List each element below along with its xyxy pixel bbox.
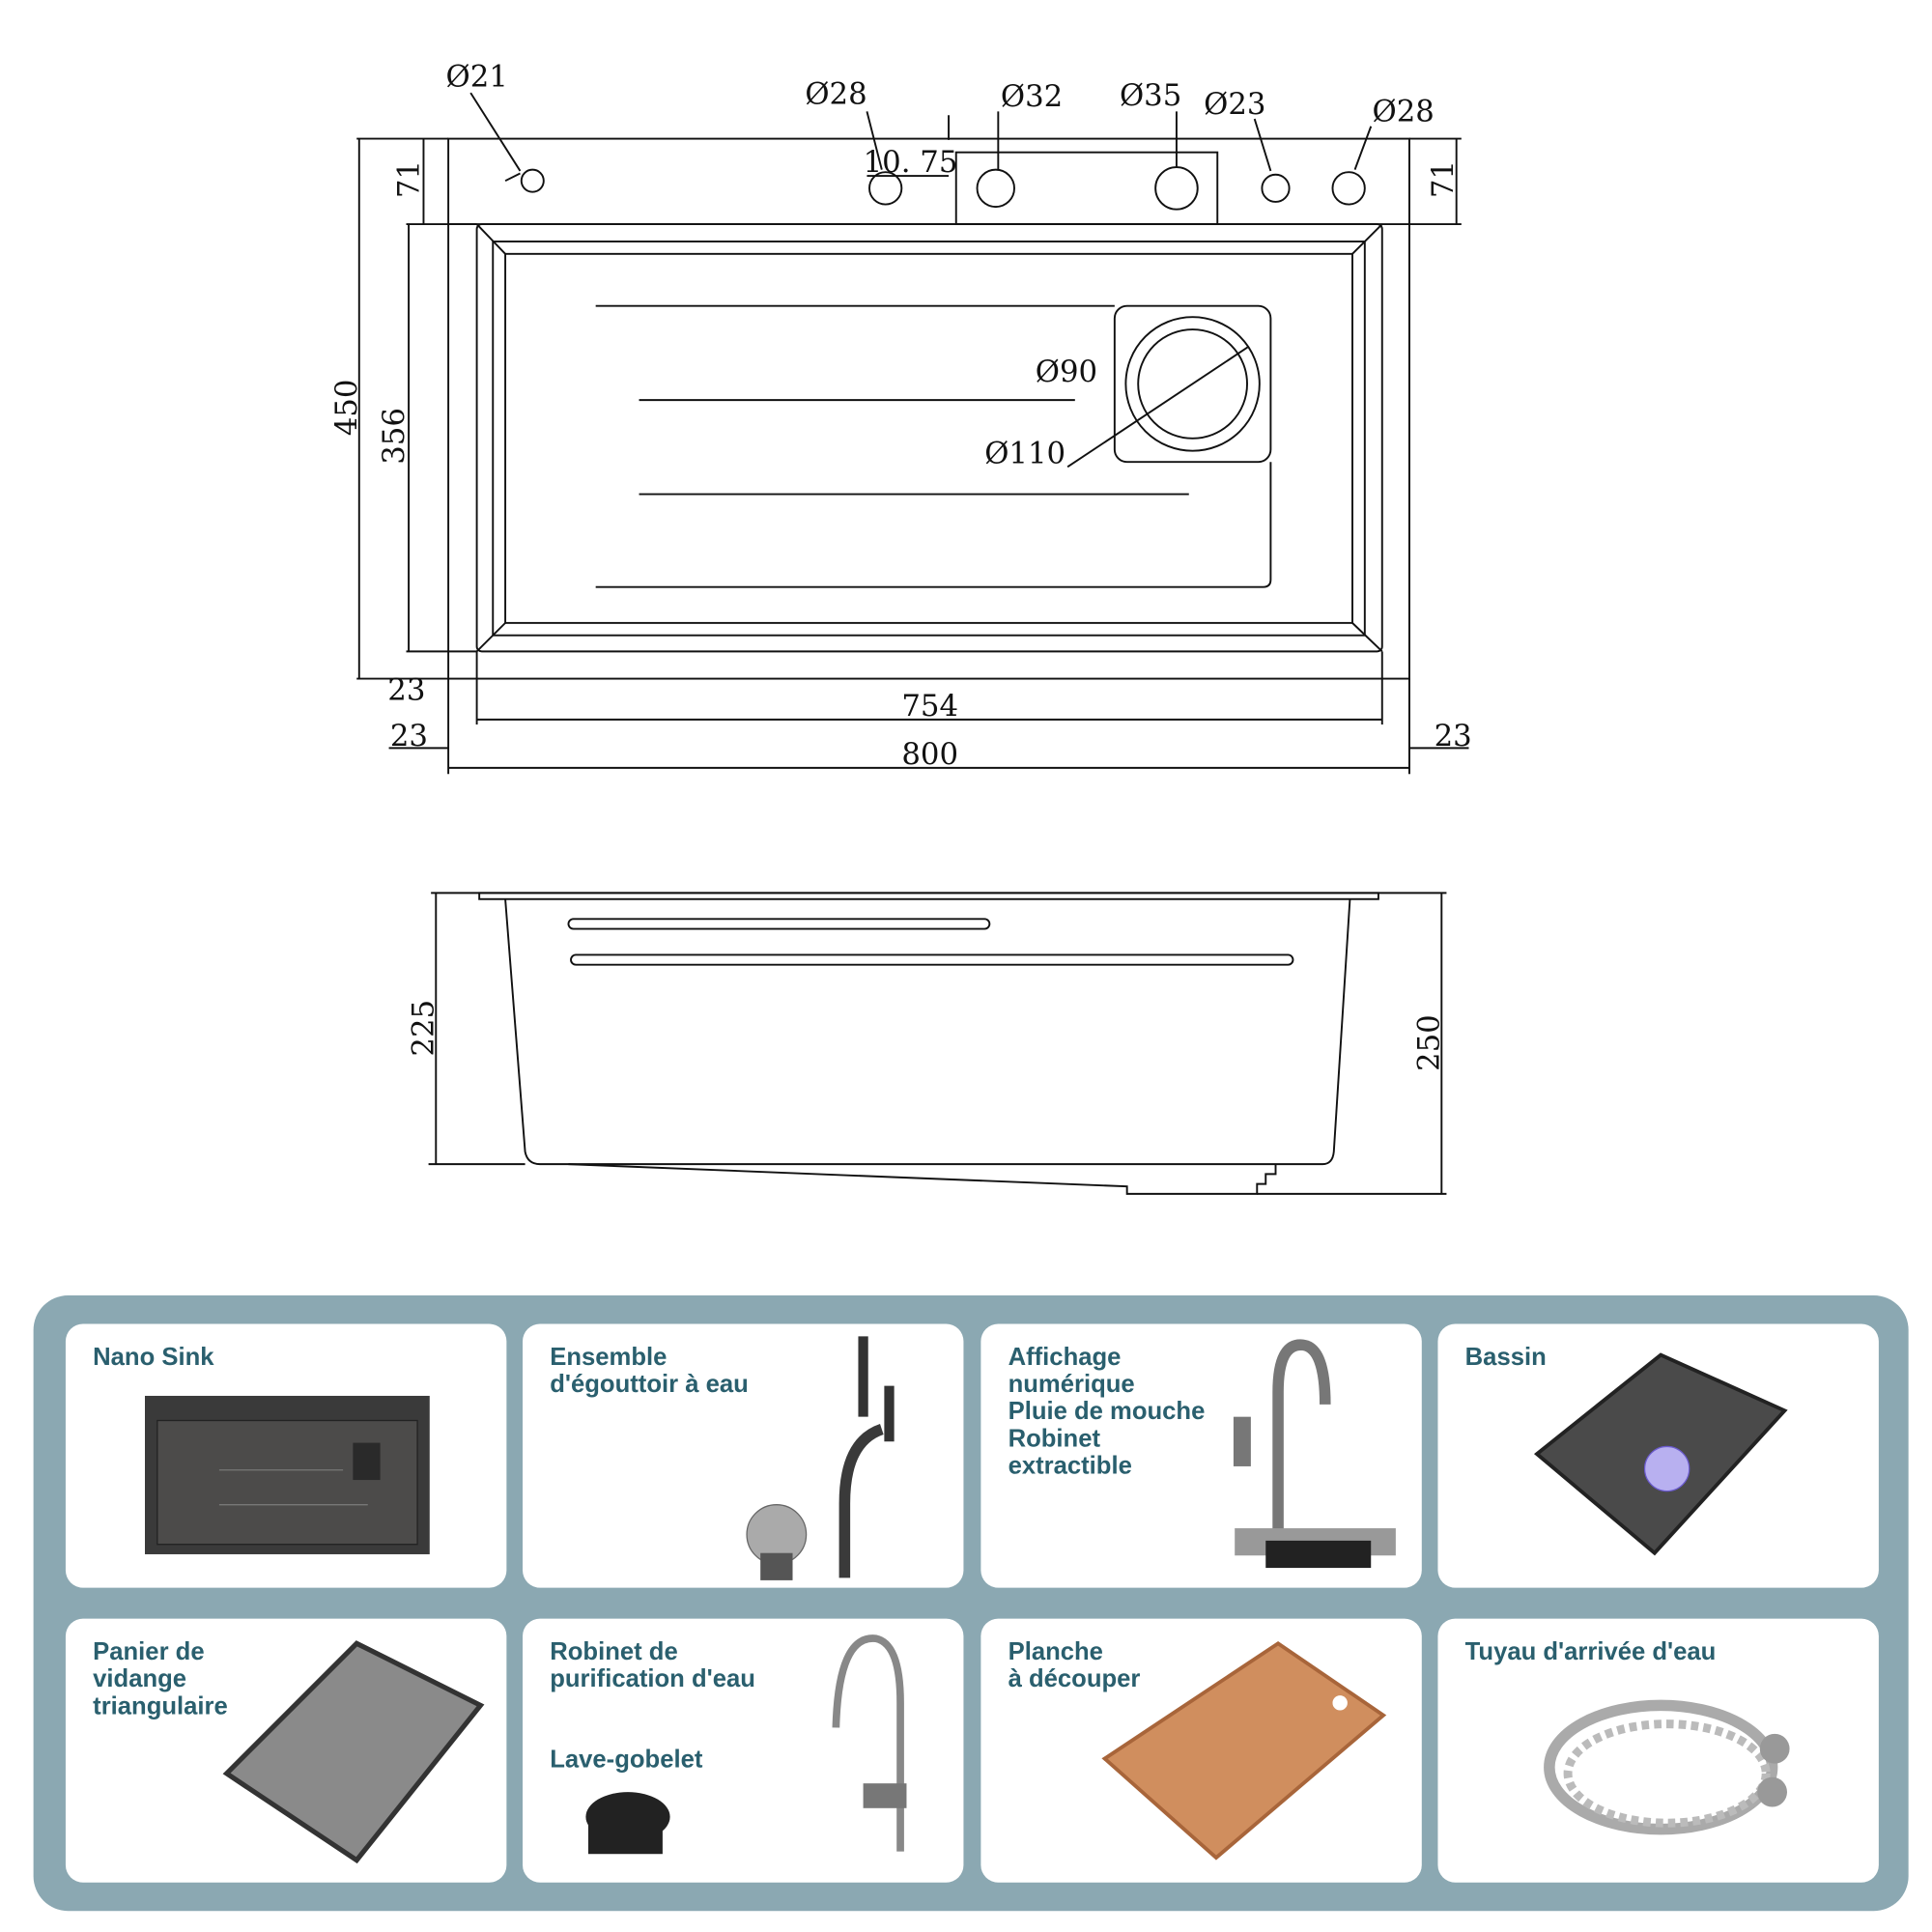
dim-hole-6: Ø28: [1373, 95, 1435, 129]
sink-image: [144, 1395, 430, 1554]
dim-hole-4: Ø35: [1120, 78, 1181, 113]
card-pull-out-faucet: Affichage numérique Pluie de mouche Robi…: [980, 1323, 1422, 1588]
basin-image: [1533, 1352, 1788, 1556]
dim-inner-width: 754: [901, 689, 958, 724]
card-title: Ensemble d'égouttoir à eau: [550, 1344, 749, 1399]
card-purification-faucet: Robinet de purification d'eau Lave-gobel…: [523, 1618, 964, 1883]
dim-right-margin: 23: [1435, 719, 1472, 753]
dim-drain-outer: Ø110: [984, 436, 1065, 470]
dim-back-height: 250: [1412, 1014, 1447, 1071]
card-title: Planche à découper: [1008, 1638, 1141, 1693]
purification-faucet-image: [832, 1634, 907, 1852]
card-subtitle: Lave-gobelet: [550, 1746, 703, 1774]
dim-bottom-margin: 23: [387, 672, 425, 707]
basket-image: [222, 1640, 485, 1864]
card-title: Nano Sink: [93, 1344, 214, 1372]
technical-drawing: Ø21 Ø28 Ø32 Ø35 Ø23 Ø28 10. 75 Ø90 Ø110 …: [329, 60, 1472, 1195]
dim-overall-width: 800: [901, 737, 958, 772]
dim-front-height: 225: [407, 1000, 441, 1057]
top-view: [356, 92, 1469, 775]
cutting-board-image: [1101, 1640, 1387, 1861]
card-water-hose: Tuyau d'arrivée d'eau: [1437, 1618, 1879, 1883]
hose-image: [1544, 1699, 1790, 1835]
dim-drain-inner: Ø90: [1036, 355, 1097, 389]
card-title: Panier de vidange triangulaire: [93, 1638, 228, 1720]
card-nano-sink: Nano Sink: [65, 1323, 507, 1588]
card-drain-basket: Panier de vidange triangulaire: [65, 1618, 507, 1883]
dim-left-margin: 23: [390, 719, 428, 753]
card-title: Bassin: [1464, 1344, 1547, 1372]
card-title: Affichage numérique Pluie de mouche Robi…: [1008, 1344, 1206, 1481]
dim-hole-5: Ø23: [1204, 87, 1265, 122]
dim-overall-depth: 450: [329, 380, 364, 437]
dim-right-edge: 71: [1426, 160, 1461, 198]
card-basin: Bassin: [1437, 1323, 1879, 1588]
dim-hole-3: Ø32: [1001, 79, 1063, 114]
faucet-image: [1233, 1339, 1396, 1569]
side-view: [428, 892, 1447, 1195]
card-title: Tuyau d'arrivée d'eau: [1464, 1638, 1717, 1666]
card-drainer-set: Ensemble d'égouttoir à eau: [523, 1323, 964, 1588]
dim-hole-2: Ø28: [805, 77, 867, 112]
card-cutting-board: Planche à découper: [980, 1618, 1422, 1883]
dim-offset: 10. 75: [864, 145, 958, 180]
card-title: Robinet de purification d'eau: [550, 1638, 755, 1693]
cup-washer-image: [585, 1792, 670, 1855]
dim-hole-1: Ø21: [446, 60, 508, 95]
drainer-image: [746, 1336, 895, 1580]
dim-left-edge: 71: [391, 160, 426, 198]
dim-inner-depth: 356: [377, 408, 412, 465]
